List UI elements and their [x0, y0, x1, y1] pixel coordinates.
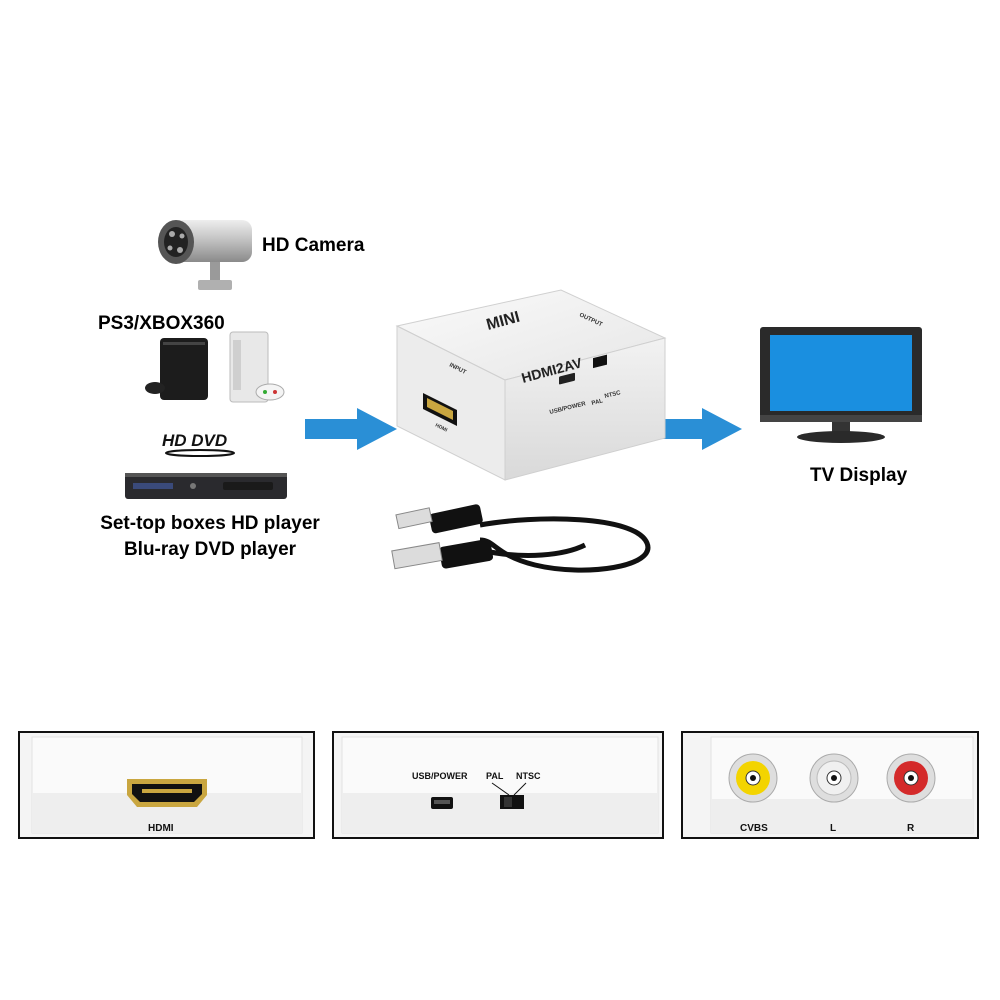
rca-output-panel: CVBS L R [681, 731, 979, 839]
r-label: R [907, 823, 915, 834]
dvd-player-icon [125, 473, 287, 499]
converter-device: MINI HDMI2AV INPUT OUTPUT HDMI USB/POWER… [395, 289, 667, 481]
l-label: L [830, 823, 836, 834]
usb-switch-panel: USB/POWER PAL NTSC [332, 731, 664, 839]
tv-display-label: TV Display [810, 465, 908, 486]
converter-ntsc-label: NTSC [604, 390, 622, 400]
arrow-right-icon [650, 408, 742, 450]
cvbs-label: CVBS [740, 823, 768, 834]
game-console-icon [145, 331, 285, 403]
player-label-line1: Set-top boxes HD player [100, 513, 320, 534]
arrow-right-icon [305, 408, 397, 450]
hd-dvd-logo-text: HD DVD [162, 431, 227, 450]
converter-box: MINI HDMI2AV INPUT OUTPUT HDMI USB/POWER… [393, 288, 668, 483]
hdmi-port-label: HDMI [148, 823, 174, 834]
dvd-player-image [123, 467, 289, 505]
tv-icon [760, 327, 922, 443]
usb-cable-image [385, 495, 660, 590]
converter-hdmi-label: HDMI [434, 422, 449, 433]
pal-label: PAL [486, 771, 504, 781]
hd-dvd-logo: HD DVD [160, 430, 240, 458]
output-arrow [650, 408, 742, 450]
ntsc-label: NTSC [516, 771, 541, 781]
camera-icon [158, 220, 252, 290]
hd-camera-image [150, 210, 260, 300]
hdmi-port-panel: HDMI [18, 731, 315, 839]
input-arrow [305, 408, 397, 450]
converter-pal-label: PAL [591, 398, 604, 407]
console-image [145, 328, 290, 408]
usb-cable-icon [391, 504, 651, 573]
hd-camera-label: HD Camera [262, 235, 365, 256]
player-label-line2: Blu-ray DVD player [123, 539, 297, 560]
usb-power-label: USB/POWER [412, 771, 468, 781]
usb-switch-view: USB/POWER PAL NTSC [334, 733, 662, 837]
cvbs-jack [728, 753, 778, 803]
hdmi-port-view: HDMI [20, 733, 313, 837]
console-label: PS3/XBOX360 [98, 313, 225, 334]
right-audio-jack [886, 753, 936, 803]
left-audio-jack [809, 753, 859, 803]
rca-output-view: CVBS L R [683, 733, 977, 837]
tv-image [758, 325, 924, 447]
